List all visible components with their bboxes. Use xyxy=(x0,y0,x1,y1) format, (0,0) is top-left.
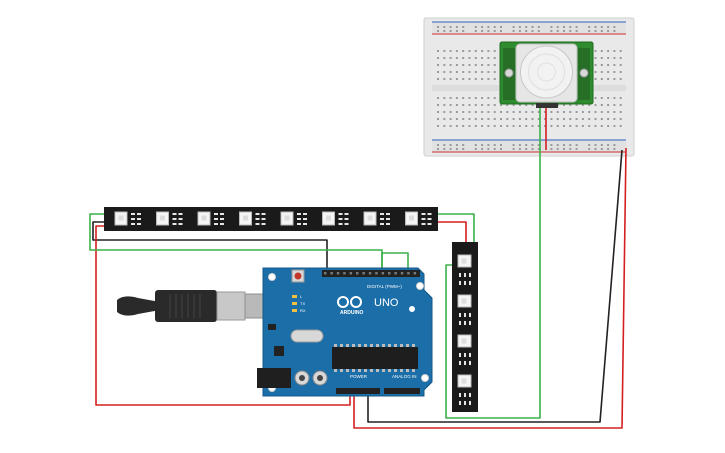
analog-header[interactable] xyxy=(384,388,420,394)
crystal-oscillator xyxy=(290,329,324,343)
usb-cable-end xyxy=(117,296,160,316)
led-pixel xyxy=(114,211,141,226)
pir-pin-header xyxy=(536,103,558,108)
reset-button-cap[interactable] xyxy=(294,272,302,280)
arduino-logo: ARDUINO xyxy=(337,296,363,316)
led-pixel xyxy=(322,211,349,226)
led-pixel xyxy=(363,211,390,226)
led-strip-vertical[interactable] xyxy=(452,242,478,412)
usb-connector xyxy=(216,291,246,321)
pir-mount-hole-left xyxy=(504,68,514,78)
microcontroller-chip xyxy=(332,347,418,369)
led-label-l: L xyxy=(300,294,303,299)
led-pixel xyxy=(405,211,432,226)
power-jack[interactable] xyxy=(257,368,291,388)
wire-power-red-long xyxy=(353,147,627,429)
power-label: POWER xyxy=(350,374,368,379)
wire-strip-link-red xyxy=(437,221,467,243)
analog-label: ANALOG IN xyxy=(392,374,417,379)
arduino-uno[interactable]: DIGITAL (PWM~) L TX RX ARDUINO UNO xyxy=(257,267,433,397)
wire-strip-power-red xyxy=(95,225,351,406)
wire-ground-black-long xyxy=(367,149,623,423)
small-chip-1 xyxy=(268,324,276,330)
led-pixel xyxy=(239,211,266,226)
led-pixel xyxy=(457,254,472,285)
small-chip-2 xyxy=(274,346,284,356)
led-label-rx: RX xyxy=(300,308,306,313)
led-pixel xyxy=(156,211,183,226)
usb-plug-body xyxy=(155,290,217,322)
led-label-tx: TX xyxy=(300,301,305,306)
led-pixel xyxy=(197,211,224,226)
digital-label: DIGITAL (PWM~) xyxy=(367,284,402,289)
led-pixel xyxy=(457,294,472,325)
wire-jumper-green xyxy=(381,252,409,268)
pir-sensor[interactable] xyxy=(499,41,594,108)
arduino-logo-text: ARDUINO xyxy=(340,310,363,316)
onboard-leds: L TX RX xyxy=(292,294,306,313)
usb-cable[interactable] xyxy=(117,290,278,322)
led-pixel xyxy=(457,334,472,365)
power-header[interactable] xyxy=(336,388,380,394)
wire-strip-link-green xyxy=(437,213,475,243)
icsp-marker xyxy=(409,306,415,312)
led-strip-horizontal[interactable] xyxy=(104,207,438,231)
led-pixel xyxy=(457,374,472,405)
arduino-model-text: UNO xyxy=(374,297,399,309)
pir-mount-hole-right xyxy=(579,68,589,78)
led-pixel xyxy=(280,211,307,226)
